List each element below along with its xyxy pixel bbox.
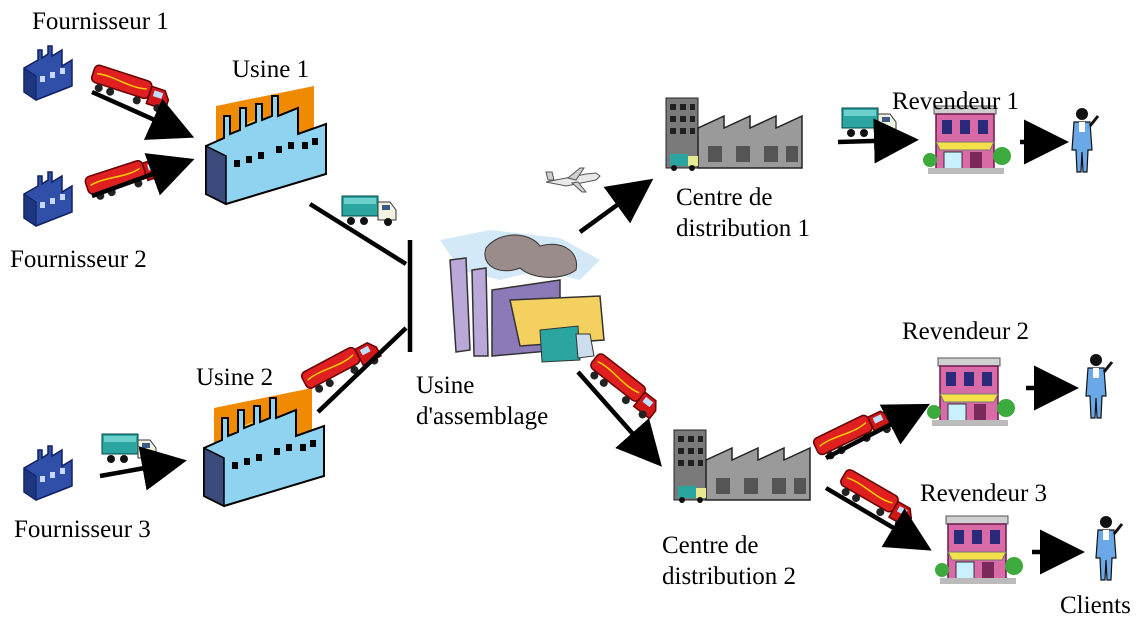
retailer-3-label: Revendeur 3 [920,480,1048,507]
distribution-center-2-label: Centre de distribution 2 [662,532,797,590]
arrow-plant1-assembly [308,202,408,266]
distribution-center-1-label: Centre de distribution 1 [676,184,811,242]
retailer-2-icon [926,357,1016,427]
delivery-truck-icon [101,433,157,465]
retailer-3-icon [934,515,1024,585]
clients-label: Clients [1060,592,1131,619]
plant-1-label: Usine 1 [232,56,310,83]
supplier-3-label: Fournisseur 3 [14,516,151,543]
distribution-center-1-icon [665,97,803,172]
arrow-supplier2-plant1 [91,153,195,199]
client-1-icon [1070,106,1100,174]
assembly-plant-icon [440,230,605,363]
supplier-3-icon [23,445,73,501]
plant-2-icon [203,387,325,507]
plant-1-icon [205,85,327,205]
airplane-icon [545,167,601,193]
arrow-supplier1-plant1 [91,89,195,140]
assembly-plant-label: Usine d'assemblage [416,372,549,430]
plant-2-label: Usine 2 [196,364,274,391]
supplier-2-label: Fournisseur 2 [10,246,147,273]
retailer-1-label: Revendeur 1 [892,88,1020,115]
supplier-1-icon [23,45,73,101]
arrow-dc2-retailer3 [824,486,932,551]
arrow-plant2-assembly [316,326,408,414]
tanker-truck-icon [811,404,897,466]
arrow-assembly-dc1 [578,178,654,234]
supplier-1-label: Fournisseur 1 [32,8,169,35]
tanker-truck-icon [582,351,664,424]
client-2-icon [1084,352,1114,420]
retailer-2-label: Revendeur 2 [902,318,1030,345]
delivery-truck-icon [341,195,397,227]
distribution-center-2-icon [673,429,811,504]
arrow-assembly-dc2 [576,370,662,467]
arrow-dc1-retailer1 [837,118,919,164]
arrow-supplier3-plant2 [99,446,187,491]
delivery-truck-icon [841,107,897,139]
supplier-2-icon [23,171,73,227]
arrow-dc2-retailer2 [824,403,930,460]
client-3-icon [1094,514,1124,582]
